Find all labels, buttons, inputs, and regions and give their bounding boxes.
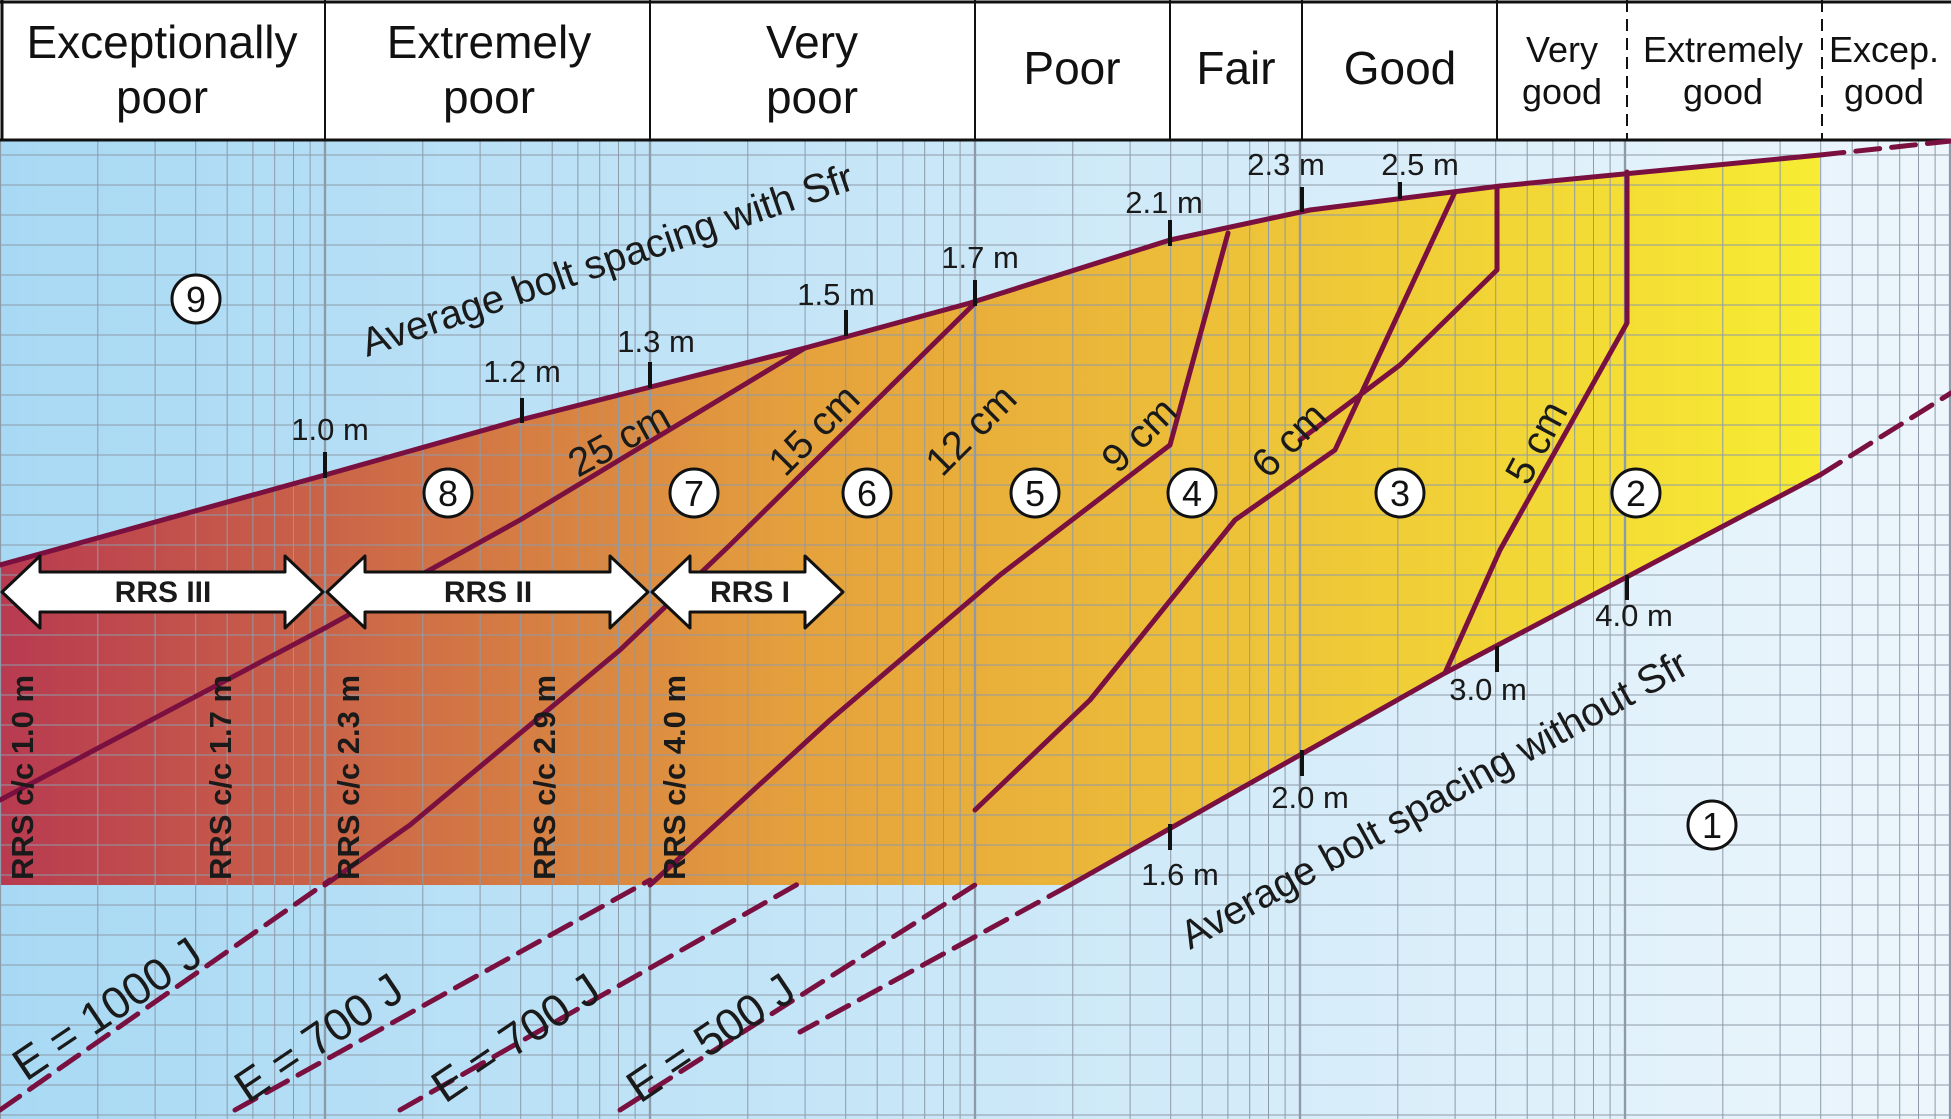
rrs-spacing-label: RRS c/c 4.0 m bbox=[657, 675, 692, 880]
energy-line-500j bbox=[617, 882, 978, 1113]
rrs-arrow-label: RRS I bbox=[710, 576, 790, 609]
bolt-spacing-label: 2.1 m bbox=[1125, 185, 1203, 220]
support-class-circle bbox=[170, 273, 222, 325]
support-class-number: 3 bbox=[1390, 473, 1410, 514]
bolt-spacing-label: 3.0 m bbox=[1449, 672, 1527, 707]
bolt-spacing-label: 1.6 m bbox=[1141, 857, 1219, 892]
support-class-number: 7 bbox=[684, 473, 704, 514]
support-class-circle bbox=[668, 467, 720, 519]
bolt-spacing-without-sfr-dashed bbox=[1817, 390, 1951, 478]
header-class-8-line1: Extremely bbox=[1643, 29, 1803, 70]
support-class-number: 2 bbox=[1626, 473, 1646, 514]
bolt-spacing-label: 2.3 m bbox=[1247, 147, 1325, 182]
header-class-8-line2: good bbox=[1683, 71, 1763, 112]
shotcrete-boundary-5cm bbox=[1442, 169, 1630, 676]
header-class-3-line1: Very bbox=[766, 16, 858, 68]
shotcrete-boundary-15cm bbox=[322, 300, 978, 888]
support-class-number: 5 bbox=[1025, 473, 1045, 514]
support-class-circle bbox=[841, 467, 893, 519]
rrs-spacing-label: RRS c/c 2.3 m bbox=[331, 675, 366, 880]
rrs-arrow-label: RRS II bbox=[444, 576, 532, 609]
bolt-spacing-label: 2.5 m bbox=[1381, 147, 1459, 182]
header-class-1-line1: Exceptionally bbox=[26, 16, 297, 68]
support-class-number: 6 bbox=[857, 473, 877, 514]
rrs-spacing-label: RRS c/c 1.0 m bbox=[5, 675, 40, 880]
header-class-2-line2: poor bbox=[443, 71, 535, 123]
header-class-1-line2: poor bbox=[116, 71, 208, 123]
support-class-number: 8 bbox=[438, 473, 458, 514]
header-class-6: Good bbox=[1344, 42, 1457, 94]
bolt-spacing-with-sfr-dashed bbox=[1817, 138, 1951, 158]
bolt-spacing-label: 1.5 m bbox=[797, 277, 875, 312]
bolt-spacing-label: 1.3 m bbox=[617, 324, 695, 359]
header-class-9-line2: good bbox=[1844, 71, 1924, 112]
rrs-arrow-label: RRS III bbox=[115, 576, 212, 609]
header-class-4: Poor bbox=[1023, 42, 1120, 94]
support-class-circle bbox=[1166, 467, 1218, 519]
rrs-ii-arrow bbox=[325, 554, 650, 630]
header-class-9-line1: Excep. bbox=[1829, 29, 1939, 70]
header-class-7-line2: good bbox=[1522, 71, 1602, 112]
support-class-number: 4 bbox=[1182, 473, 1202, 514]
support-class-circle bbox=[1610, 467, 1662, 519]
shotcrete-boundary-12cm bbox=[647, 230, 1231, 888]
bolt-spacing-label: 2.0 m bbox=[1271, 780, 1349, 815]
support-class-number: 9 bbox=[186, 279, 206, 320]
bolt-spacing-with-sfr-line bbox=[0, 152, 1823, 568]
header-class-7-line1: Very bbox=[1526, 29, 1598, 70]
energy-line-700j-a bbox=[232, 877, 653, 1113]
support-class-number: 1 bbox=[1702, 805, 1722, 846]
header-class-5: Fair bbox=[1196, 42, 1275, 94]
support-class-circle bbox=[1009, 467, 1061, 519]
support-region bbox=[0, 155, 1820, 885]
header-class-2-line1: Extremely bbox=[387, 16, 591, 68]
bolt-spacing-label: 1.0 m bbox=[291, 412, 369, 447]
shotcrete-boundary-9cm bbox=[972, 189, 1458, 813]
support-class-circle bbox=[1374, 467, 1426, 519]
support-class-circle bbox=[1686, 799, 1738, 851]
rrs-spacing-label: RRS c/c 2.9 m bbox=[527, 675, 562, 880]
bolt-spacing-label: 1.2 m bbox=[483, 354, 561, 389]
shotcrete-boundary-6cm bbox=[1297, 185, 1500, 443]
support-class-circle bbox=[422, 467, 474, 519]
header-class-3-line2: poor bbox=[766, 71, 858, 123]
energy-line-1000j bbox=[0, 877, 333, 1113]
rrs-spacing-label: RRS c/c 1.7 m bbox=[203, 675, 238, 880]
rrs-i-arrow bbox=[650, 554, 845, 630]
bolt-spacing-without-sfr-dashed bbox=[797, 882, 1073, 1035]
energy-line-700j-b bbox=[397, 877, 808, 1113]
bolt-spacing-label: 4.0 m bbox=[1595, 598, 1673, 633]
bolt-spacing-label: 1.7 m bbox=[941, 240, 1019, 275]
rrs-iii-arrow bbox=[0, 554, 325, 630]
